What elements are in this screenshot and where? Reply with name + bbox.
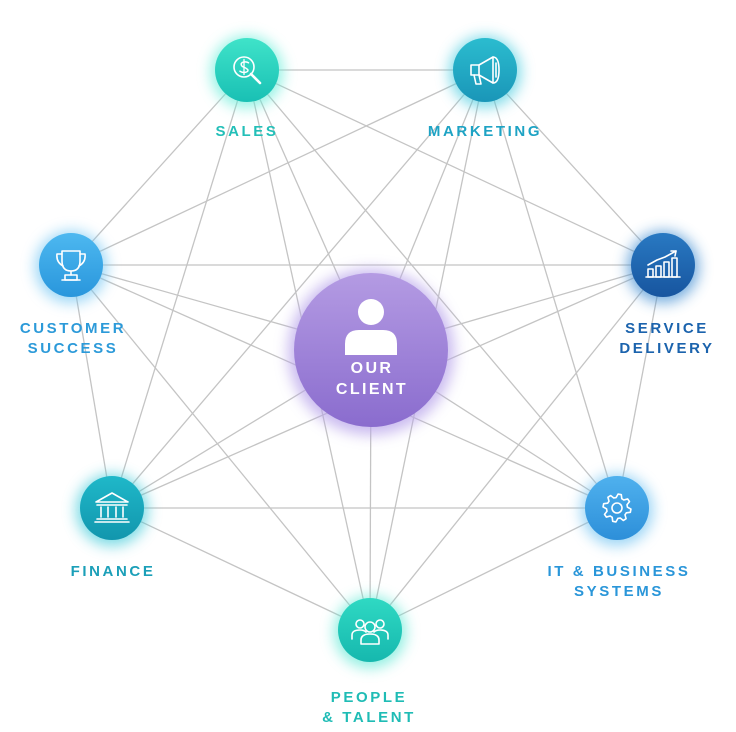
label-line: PEOPLE [330, 689, 408, 706]
label-line: IT & BUSINESS [547, 563, 691, 580]
node-service-delivery[interactable] [631, 233, 695, 297]
node-customer-success[interactable] [39, 233, 103, 297]
label-line: SERVICE [625, 320, 709, 337]
connector-service-delivery-it-business-systems [616, 264, 664, 509]
user-icon [345, 299, 397, 355]
label-line: FINANCE [70, 563, 156, 580]
label-line: CUSTOMER [19, 320, 127, 337]
connector-service-delivery-people-talent [369, 264, 664, 631]
search-dollar-icon [233, 56, 262, 85]
connector-marketing-service-delivery [484, 69, 664, 266]
label-line: SALES [215, 123, 279, 140]
connector-people-talent-customer-success [70, 264, 371, 631]
node-label-finance: FINANCE [48, 562, 178, 582]
node-label-marketing: MARKETING [405, 122, 565, 142]
connector-marketing-customer-success [70, 69, 486, 266]
growth-chart-icon [645, 250, 681, 278]
connector-finance-customer-success [70, 264, 113, 509]
label-line: & TALENT [322, 709, 416, 726]
node-label-people-talent: PEOPLE & TALENT [304, 688, 434, 728]
node-finance[interactable] [80, 476, 144, 540]
node-label-sales: SALES [187, 122, 307, 142]
node-label-service-delivery: SERVICE DELIVERY [602, 319, 732, 359]
node-label-it-business-systems: IT & BUSINESS SYSTEMS [524, 562, 714, 602]
label-line: DELIVERY [619, 340, 715, 357]
connector-sales-finance [111, 69, 248, 509]
node-icons: OUR CLIENT [56, 56, 681, 645]
node-label-customer-success: CUSTOMER SUCCESS [3, 319, 143, 359]
connector-people-talent-finance [111, 507, 371, 631]
node-it-business-systems[interactable] [585, 476, 649, 540]
label-line: SYSTEMS [574, 583, 664, 600]
connector-it-business-systems-people-talent [369, 507, 618, 631]
node-circles [39, 38, 695, 662]
node-sales[interactable] [215, 38, 279, 102]
connector-sales-service-delivery [246, 69, 664, 266]
megaphone-icon [470, 56, 500, 85]
label-line: MARKETING [427, 123, 543, 140]
node-people-talent[interactable] [338, 598, 402, 662]
bank-icon [94, 492, 130, 523]
team-icon [351, 619, 389, 645]
center-label-line: OUR [351, 360, 394, 377]
connector-sales-customer-success [70, 69, 248, 266]
connector-marketing-it-business-systems [484, 69, 618, 509]
connector-marketing-finance [111, 69, 486, 509]
gear-icon [602, 493, 632, 523]
trophy-icon [56, 250, 86, 281]
center-label-line: CLIENT [336, 381, 408, 398]
connector-sales-it-business-systems [246, 69, 618, 509]
label-line: SUCCESS [27, 340, 119, 357]
node-marketing[interactable] [453, 38, 517, 102]
